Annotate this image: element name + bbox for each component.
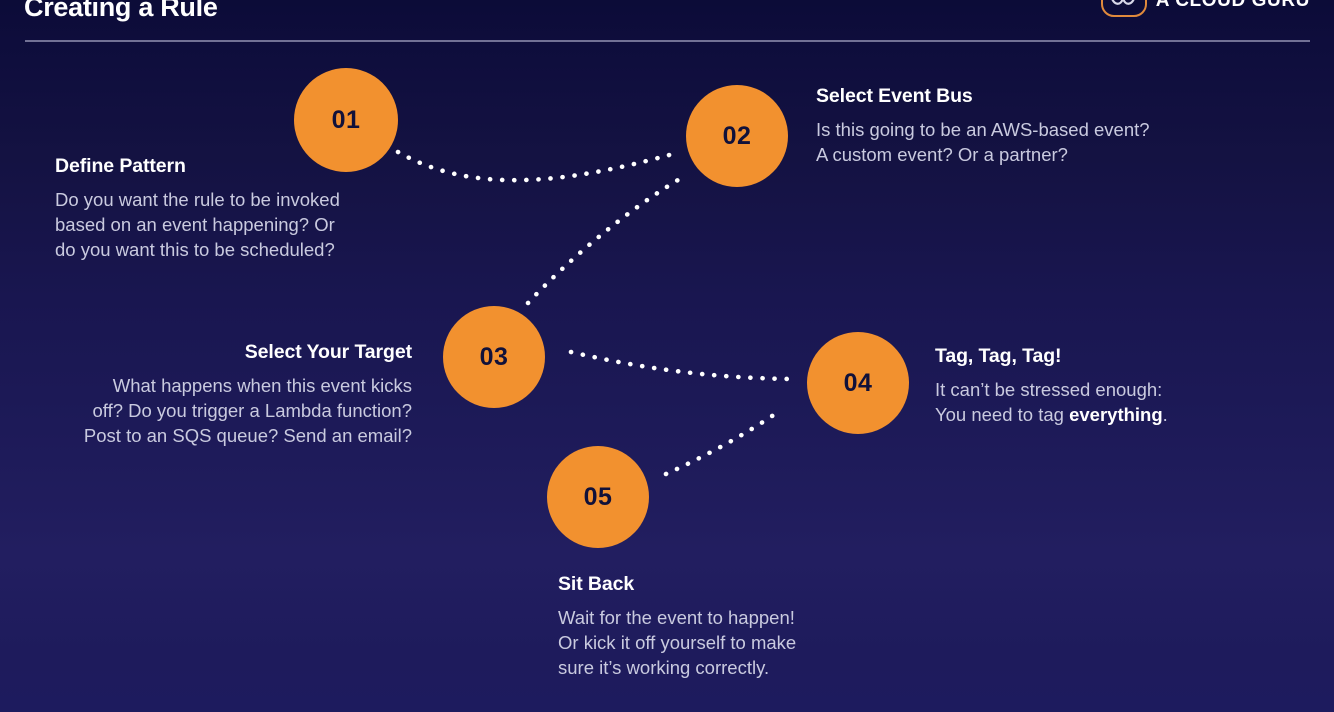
page-title: Creating a Rule bbox=[24, 0, 218, 22]
step-node-03[interactable]: 03 bbox=[443, 306, 545, 408]
brand-logo-text: A CLOUD GURU bbox=[1155, 0, 1310, 11]
step-title-02: Select Event Bus bbox=[816, 85, 973, 107]
step-text-03: Select Your Target What happens when thi… bbox=[20, 341, 412, 448]
step-text-02: Select Event Bus Is this going to be an … bbox=[816, 85, 1256, 167]
step-text-01: Define Pattern Do you want the rule to b… bbox=[55, 155, 475, 262]
step-body-01: Do you want the rule to be invoked based… bbox=[55, 189, 340, 260]
step-body-04-emphasis: everything bbox=[1069, 404, 1163, 425]
step-node-05[interactable]: 05 bbox=[547, 446, 649, 548]
connector-05-to-04 bbox=[663, 409, 781, 477]
step-text-05: Sit Back Wait for the event to happen! O… bbox=[558, 573, 918, 680]
step-node-02[interactable]: 02 bbox=[686, 85, 788, 187]
step-body-03: What happens when this event kicks off? … bbox=[83, 375, 412, 446]
connector-02-to-03 bbox=[525, 174, 686, 306]
step-node-02-label: 02 bbox=[722, 121, 752, 150]
step-body-05: Wait for the event to happen! Or kick it… bbox=[558, 607, 797, 678]
step-body-04: It can’t be stressed enough: You need to … bbox=[935, 377, 1265, 427]
step-title-05: Sit Back bbox=[558, 573, 635, 595]
step-body-04-prefix: You need to tag bbox=[935, 404, 1070, 425]
step-title-01: Define Pattern bbox=[55, 155, 186, 177]
step-body-02: Is this going to be an AWS-based event? … bbox=[816, 119, 1150, 165]
step-title-04: Tag, Tag, Tag! bbox=[935, 345, 1062, 367]
step-title-03: Select Your Target bbox=[244, 341, 412, 363]
step-node-04[interactable]: 04 bbox=[807, 332, 909, 434]
step-text-04: Tag, Tag, Tag! It can’t be stressed enou… bbox=[935, 345, 1265, 427]
connector-03-to-04 bbox=[568, 349, 795, 382]
header-divider bbox=[25, 40, 1310, 42]
step-body-04-line1: It can’t be stressed enough: bbox=[935, 379, 1163, 400]
slide-header: Creating a Rule bbox=[0, 0, 1334, 44]
cloud-guru-mustache-icon bbox=[1100, 0, 1147, 17]
step-node-01-label: 01 bbox=[331, 105, 361, 134]
step-node-04-label: 04 bbox=[843, 368, 873, 397]
step-body-04-suffix: . bbox=[1162, 404, 1168, 425]
step-node-03-label: 03 bbox=[479, 342, 509, 371]
step-node-05-label: 05 bbox=[583, 482, 613, 511]
step-node-01[interactable]: 01 bbox=[294, 68, 398, 172]
brand-logo: A CLOUD GURU bbox=[1100, 0, 1310, 19]
